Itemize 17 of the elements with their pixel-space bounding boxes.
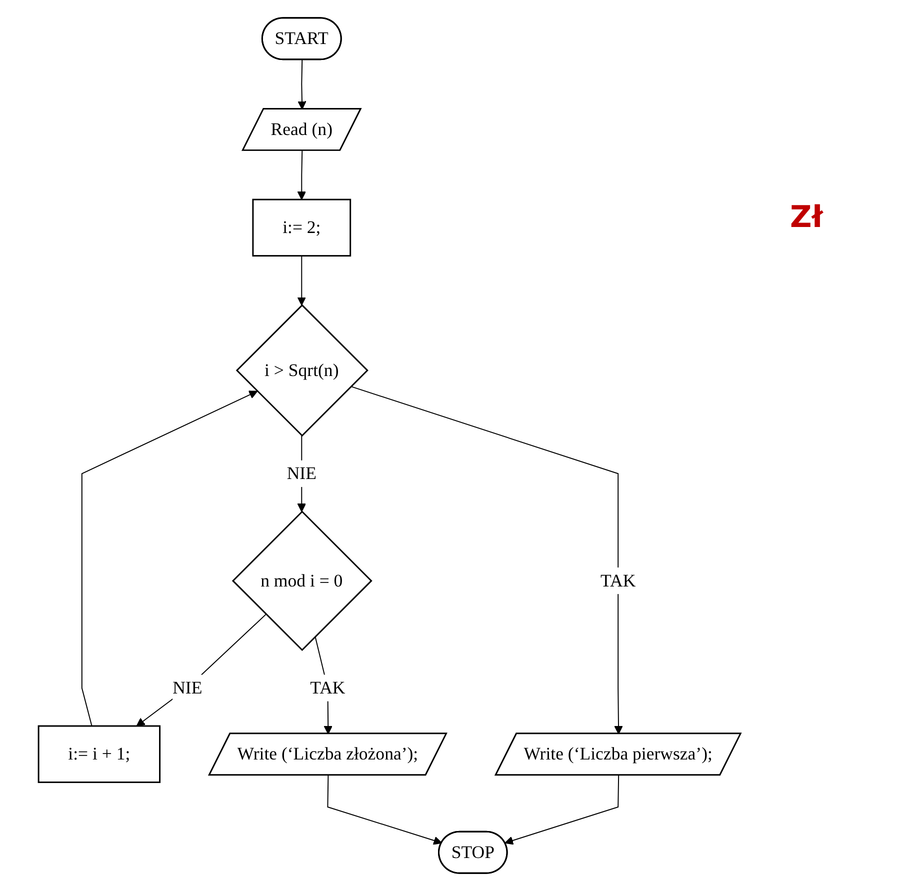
- arrow: [136, 614, 267, 726]
- node-diamond: n mod i = 0: [232, 510, 373, 652]
- arrow: [298, 59, 307, 110]
- arrow: [82, 390, 258, 726]
- arrow: [298, 255, 306, 306]
- arrow: [328, 774, 443, 845]
- node-box: i:= i + 1;: [38, 725, 161, 784]
- arrow: [350, 386, 624, 734]
- arrow: [505, 774, 620, 845]
- edge-label: TAK: [600, 570, 636, 590]
- edge-label: NIE: [287, 463, 317, 484]
- node-box: i:= 2;: [252, 198, 352, 257]
- arrow: [298, 150, 306, 200]
- node-diamond: i > Sqrt(n): [236, 304, 369, 437]
- edge-label: NIE: [173, 678, 203, 698]
- heading-text: Zł: [790, 200, 823, 235]
- edge-label: TAK: [310, 678, 346, 698]
